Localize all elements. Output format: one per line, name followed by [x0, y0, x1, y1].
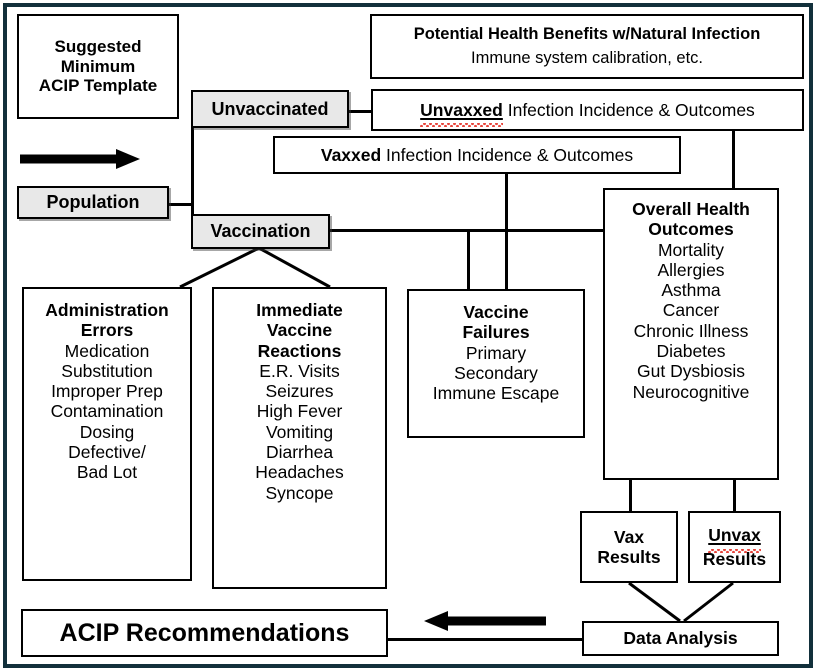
- connector-outcomes-to-vax: [629, 478, 632, 511]
- template-line-1: Suggested: [54, 36, 142, 56]
- connector-outcomes-to-unvax: [733, 478, 736, 511]
- reactions-item-7: Syncope: [265, 482, 334, 503]
- connector-trunk-to-failures: [467, 229, 470, 290]
- box-unvaxxed-outcomes: Unvaxxed Infection Incidence & Outcomes: [371, 89, 804, 131]
- vax-results-line-2: Results: [597, 547, 661, 567]
- box-vax-results: Vax Results: [580, 511, 678, 583]
- connector-unvaccinated-to-unvaxxed: [348, 110, 372, 113]
- box-unvax-results: Unvax Results: [688, 511, 781, 583]
- outcomes-item-7: Gut Dysbiosis: [637, 361, 745, 382]
- reactions-title-3: Reactions: [257, 340, 342, 361]
- unvax-results-line-1: Unvax: [708, 525, 761, 553]
- outcomes-title-1: Overall Health: [632, 199, 750, 219]
- admin-errors-item-5: Dosing: [79, 421, 135, 442]
- outcomes-item-3: Asthma: [661, 280, 721, 301]
- box-acip-recommendations: ACIP Recommendations: [21, 609, 388, 657]
- data-analysis-label: Data Analysis: [623, 628, 738, 649]
- connector-vertical-spine: [191, 124, 194, 216]
- outcomes-title-2: Outcomes: [648, 219, 734, 240]
- failures-title-2: Failures: [462, 322, 530, 343]
- admin-errors-title-2: Errors: [80, 320, 134, 341]
- admin-errors-item-4: Contamination: [50, 401, 164, 422]
- box-vaccine-failures: Vaccine Failures Primary Secondary Immun…: [407, 289, 585, 438]
- reactions-item-3: High Fever: [256, 401, 343, 422]
- outcomes-item-6: Diabetes: [656, 341, 726, 362]
- template-line-2: Minimum: [60, 56, 136, 76]
- failures-item-2: Secondary: [454, 362, 538, 383]
- connector-analysis-to-acip: [388, 638, 584, 641]
- admin-errors-item-3: Improper Prep: [51, 381, 163, 402]
- vax-results-line-1: Vax: [613, 526, 645, 547]
- box-suggested-template: Suggested Minimum ACIP Template: [17, 14, 179, 119]
- reactions-item-1: E.R. Visits: [259, 360, 340, 381]
- population-label: Population: [46, 192, 140, 213]
- box-overall-outcomes: Overall Health Outcomes Mortality Allerg…: [603, 188, 779, 480]
- template-line-3: ACIP Template: [38, 76, 158, 96]
- box-administration-errors: Administration Errors Medication Substit…: [22, 287, 192, 581]
- failures-item-3: Immune Escape: [432, 383, 560, 404]
- unvaccinated-label: Unvaccinated: [211, 98, 329, 119]
- box-immediate-reactions: Immediate Vaccine Reactions E.R. Visits …: [212, 287, 387, 589]
- box-data-analysis: Data Analysis: [582, 621, 779, 656]
- connector-vaxxed-down: [505, 172, 508, 290]
- unvaxxed-rest: Infection Incidence & Outcomes: [502, 99, 755, 120]
- admin-errors-item-7: Bad Lot: [76, 462, 138, 483]
- connector-population-to-junction: [169, 203, 194, 206]
- unvaxxed-bold: Unvaxxed: [420, 99, 503, 128]
- reactions-item-5: Diarrhea: [265, 442, 334, 463]
- vaccination-label: Vaccination: [210, 221, 311, 242]
- outcomes-item-4: Cancer: [662, 300, 720, 321]
- outcomes-item-5: Chronic Illness: [633, 320, 749, 341]
- box-unvaccinated: Unvaccinated: [191, 90, 349, 128]
- benefits-subtitle: Immune system calibration, etc.: [471, 49, 703, 68]
- vaxxed-outcomes-text: Vaxxed Infection Incidence & Outcomes: [321, 145, 633, 165]
- reactions-item-2: Seizures: [265, 381, 334, 402]
- acip-recommendations-label: ACIP Recommendations: [59, 618, 350, 647]
- reactions-item-4: Vomiting: [265, 421, 334, 442]
- admin-errors-item-1: Medication: [64, 340, 150, 361]
- box-vaxxed-outcomes: Vaxxed Infection Incidence & Outcomes: [273, 136, 681, 174]
- unvax-results-line-2: Results: [702, 548, 767, 569]
- connector-unvaxxed-down: [732, 127, 735, 190]
- benefits-title: Potential Health Benefits w/Natural Infe…: [413, 25, 761, 43]
- outcomes-item-1: Mortality: [657, 239, 725, 260]
- failures-title-1: Vaccine: [463, 302, 529, 322]
- failures-item-1: Primary: [465, 342, 527, 363]
- vaxxed-rest: Infection Incidence & Outcomes: [381, 144, 634, 165]
- admin-errors-item-6: Defective/: [68, 442, 146, 463]
- box-population: Population: [17, 186, 169, 219]
- unvaxxed-outcomes-text: Unvaxxed Infection Incidence & Outcomes: [420, 99, 755, 128]
- box-vaccination: Vaccination: [191, 214, 330, 249]
- admin-errors-title-1: Administration: [45, 300, 169, 320]
- right-arrow-icon: [20, 149, 140, 169]
- left-arrow-icon: [424, 611, 546, 631]
- admin-errors-item-2: Substitution: [61, 360, 153, 381]
- reactions-item-6: Headaches: [255, 462, 344, 483]
- vaxxed-bold: Vaxxed: [320, 144, 382, 165]
- outer-frame: [3, 3, 813, 668]
- outcomes-item-8: Neurocognitive: [632, 381, 750, 402]
- reactions-title-1: Immediate: [256, 300, 343, 320]
- reactions-title-2: Vaccine: [266, 320, 333, 341]
- outcomes-item-2: Allergies: [657, 259, 725, 280]
- box-potential-benefits: Potential Health Benefits w/Natural Infe…: [370, 14, 804, 79]
